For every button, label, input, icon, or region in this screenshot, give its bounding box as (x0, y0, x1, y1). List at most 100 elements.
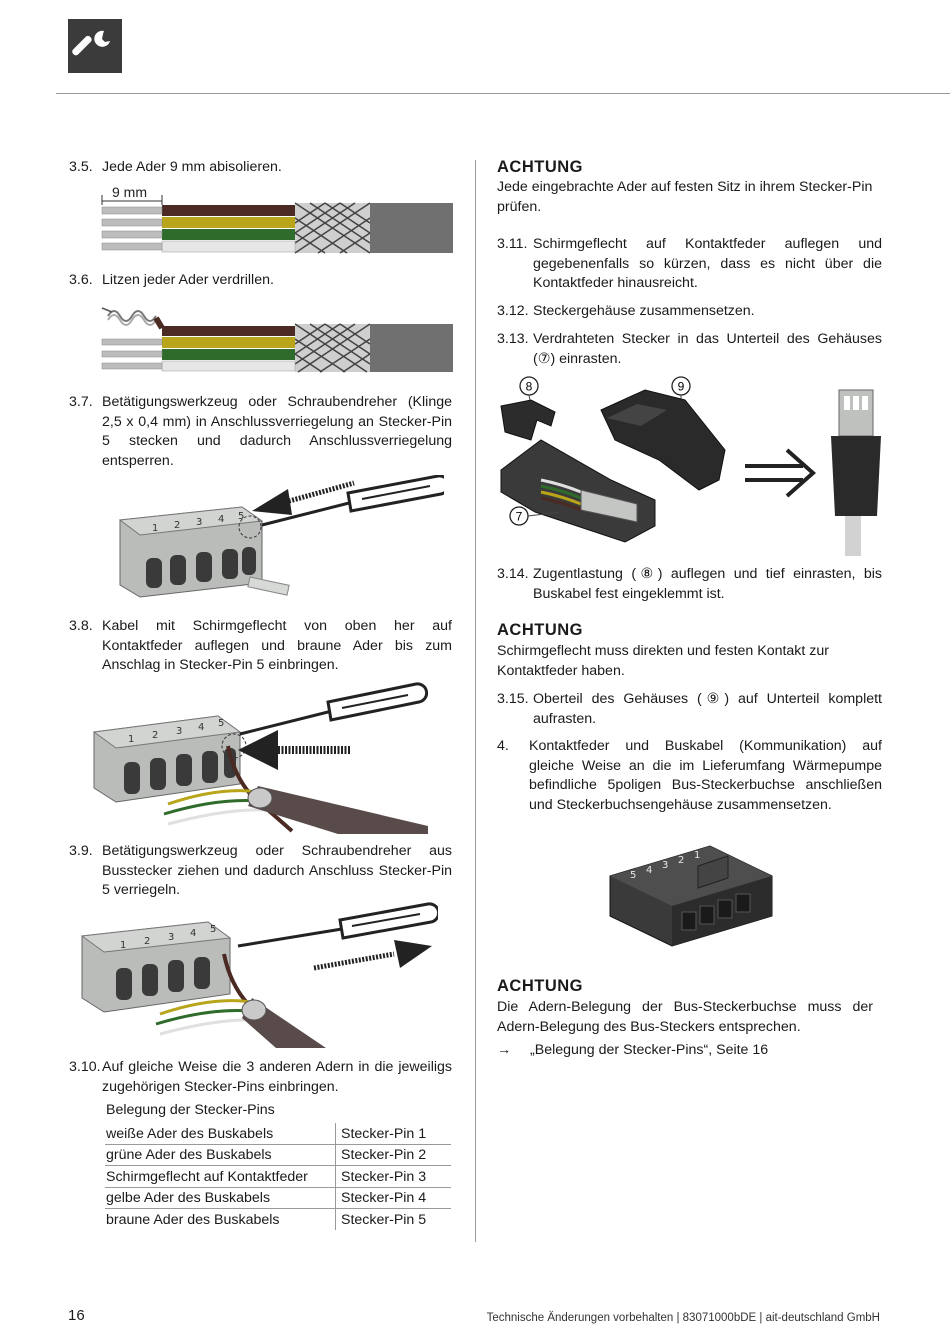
wire-cell: gelbe Ader des Buskabels (105, 1187, 336, 1209)
step-number: 3.9. (69, 843, 93, 859)
pin-cell: Stecker-Pin 4 (335, 1187, 451, 1209)
pin-digit: 2 (152, 730, 158, 741)
note-heading: ACHTUNG (497, 977, 583, 995)
step-3-15: 3.15. Oberteil des Gehäuses (⑨) auf Unte… (497, 690, 882, 729)
pin-digit: 5 (238, 511, 244, 522)
step-text: Zugentlastung (⑧) auflegen und tief einr… (533, 566, 882, 602)
screwdriver-handle (338, 902, 438, 940)
callout-8: 8 (519, 376, 539, 396)
wire-cell: weiße Ader des Buskabels (105, 1123, 336, 1145)
pin-cell: Stecker-Pin 1 (335, 1123, 451, 1145)
note-heading: ACHTUNG (497, 621, 583, 639)
header-rule (56, 93, 950, 94)
pin-digit: 3 (176, 726, 182, 737)
callout-label: 8 (526, 380, 533, 394)
step-3-7: 3.7. Betätigungswerkzeug oder Schraubend… (69, 393, 452, 471)
insert-cable-figure: 1 2 3 4 5 (92, 682, 428, 834)
note-text: Jede eingebrachte Ader auf festen Sitz i… (497, 179, 873, 215)
step-number: 3.8. (69, 618, 93, 634)
step-text: Oberteil des Gehäuses (⑨) auf Unterteil … (533, 691, 882, 727)
pin-digit: 2 (174, 520, 180, 531)
step-text: Betätigungswerkzeug oder Schraubendreher… (102, 843, 452, 898)
pin-digit: 2 (144, 936, 150, 947)
step-number: 4. (497, 738, 509, 754)
wrench-icon (68, 19, 122, 73)
table-row: braune Ader des Buskabels Stecker-Pin 5 (105, 1208, 451, 1230)
step-3-14: 3.14. Zugentlastung (⑧) auflegen und tie… (497, 565, 882, 604)
step-number: 3.5. (69, 159, 93, 175)
pin-digit: 4 (190, 928, 196, 939)
step-3-9: 3.9. Betätigungswerkzeug oder Schraubend… (69, 842, 452, 901)
note-text: Die Adern-Belegung der Bus-Steckerbuchse… (497, 999, 873, 1035)
step-text: Jede Ader 9 mm abisolieren. (102, 159, 282, 175)
arrow-right-icon: → (497, 1042, 512, 1058)
wire-cell: grüne Ader des Buskabels (105, 1144, 336, 1166)
step-text: Litzen jeder Ader verdrillen. (102, 272, 274, 288)
bus-socket-figure: 5 4 3 2 1 (609, 845, 773, 947)
measure-label: 9 mm (112, 184, 147, 200)
step-text: Verdrahteten Stecker in das Unterteil de… (533, 331, 882, 367)
step-text: Auf gleiche Weise die 3 anderen Adern in… (102, 1059, 452, 1095)
socket-digit: 4 (646, 865, 652, 876)
pin-table-title: Belegung der Stecker-Pins (106, 1102, 275, 1118)
stripped-wires-figure: 9 mm (101, 184, 453, 254)
note-heading: ACHTUNG (497, 158, 583, 176)
step-number: 3.6. (69, 272, 93, 288)
pin-digit: 5 (218, 718, 224, 729)
step-number: 3.13. (497, 331, 529, 347)
pin-digit: 1 (128, 734, 134, 745)
pin-digit: 3 (196, 517, 202, 528)
pin-digit: 4 (218, 514, 224, 525)
assembly-arrow (745, 448, 817, 498)
pin-digit: 1 (120, 940, 126, 951)
step-number: 3.7. (69, 394, 93, 410)
direction-arrow (238, 730, 350, 770)
cross-reference-link[interactable]: „Belegung der Stecker-Pins“, Seite 16 (530, 1042, 769, 1058)
wire-cell: Schirmgeflecht auf Kontaktfeder (105, 1165, 336, 1188)
pin-digit: 5 (210, 924, 216, 935)
step-number: 3.12. (497, 303, 529, 319)
step-number: 3.15. (497, 691, 529, 707)
socket-digit: 3 (662, 860, 668, 871)
housing-assembly-figure: 8 9 7 (500, 376, 881, 556)
cross-reference: → „Belegung der Stecker-Pins“, Seite 16 (497, 1041, 768, 1061)
footer-text: Technische Änderungen vorbehalten | 8307… (486, 1312, 880, 1324)
page-number: 16 (68, 1307, 85, 1324)
step-3-11: 3.11. Schirmgeflecht auf Kontaktfeder au… (497, 235, 882, 294)
step-text: Schirmgeflecht auf Kontaktfeder auflegen… (533, 236, 882, 291)
step-text: Steckergehäuse zusammensetzen. (533, 303, 755, 319)
pin-cell: Stecker-Pin 5 (341, 1211, 427, 1228)
pin-digit: 3 (168, 932, 174, 943)
direction-arrow (313, 940, 432, 971)
step-3-8: 3.8. Kabel mit Schirmgeflecht von oben h… (69, 617, 452, 676)
pin-digit: 4 (198, 722, 204, 733)
callout-7: 7 (509, 506, 529, 526)
assembled-plug (831, 389, 881, 556)
socket-digit: 1 (694, 850, 700, 861)
step-3-6: 3.6. Litzen jeder Ader verdrillen. (69, 271, 452, 291)
lock-connector-figure: 1 2 3 4 5 (80, 902, 438, 1048)
pin-digit: 1 (152, 523, 158, 534)
twisted-wires-figure (101, 307, 453, 373)
socket-digit: 5 (630, 870, 636, 881)
callout-9: 9 (671, 376, 691, 396)
step-number: 3.10. (69, 1059, 101, 1075)
direction-arrow (252, 480, 355, 515)
step-text: Kontaktfeder und Buskabel (Kommunikation… (529, 738, 882, 813)
wire-cell: braune Ader des Buskabels (105, 1208, 336, 1230)
step-text: Betätigungswerkzeug oder Schraubendreher… (102, 394, 452, 469)
callout-label: 9 (678, 380, 685, 394)
step-4: 4. Kontaktfeder und Buskabel (Kommunikat… (497, 737, 882, 815)
step-number: 3.14. (497, 566, 529, 582)
step-3-12: 3.12. Steckergehäuse zusammensetzen. (497, 302, 882, 322)
unlock-connector-figure: 1 2 3 4 5 (118, 475, 444, 598)
column-divider (475, 160, 476, 1242)
step-3-5: 3.5. Jede Ader 9 mm abisolieren. (69, 158, 452, 178)
pin-cell: Stecker-Pin 2 (335, 1144, 451, 1166)
pin-cell: Stecker-Pin 3 (335, 1165, 451, 1188)
step-number: 3.11. (497, 236, 528, 252)
